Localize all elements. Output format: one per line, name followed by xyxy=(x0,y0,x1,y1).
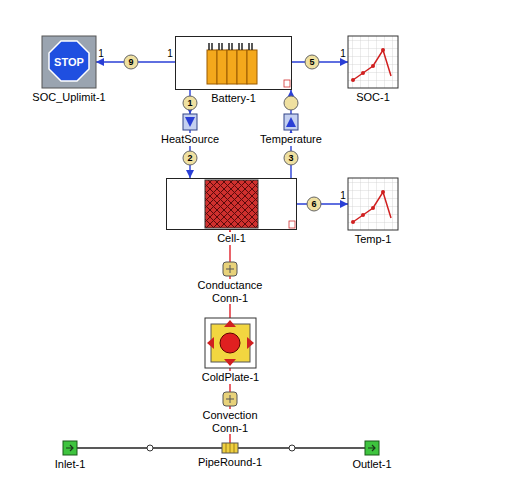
sensor-number: 9 xyxy=(128,58,133,67)
plot-icon xyxy=(348,178,398,230)
port-number: 1 xyxy=(340,49,346,59)
sensor-number: 1 xyxy=(187,99,192,108)
signal-block-icon xyxy=(183,114,298,130)
sensor-number: 3 xyxy=(288,154,293,163)
component-name: Outlet-1 xyxy=(351,458,392,471)
plot-block: SOC-1 xyxy=(348,36,398,88)
stop-element: STOPSOC_Uplimit-1 xyxy=(42,36,96,88)
sensor-number: 2 xyxy=(187,154,192,163)
icon-caption: STOP xyxy=(42,36,96,88)
thermal-connector: Conductance Conn-1 xyxy=(223,262,237,276)
cold-plate: ColdPlate-1 xyxy=(205,318,256,368)
pipe-element: PipeRound-1 xyxy=(222,443,238,453)
connector xyxy=(292,61,348,62)
signal-block: Temperature xyxy=(284,114,298,130)
component-name: Conductance Conn-1 xyxy=(191,279,269,304)
outlet-port: Outlet-1 xyxy=(365,441,379,455)
hydraulic-icon xyxy=(63,441,379,455)
stop-icon xyxy=(42,36,96,88)
cell-block: Cell-1 xyxy=(166,178,297,230)
inlet-port: Inlet-1 xyxy=(63,441,77,455)
component-name: Convection Conn-1 xyxy=(191,409,269,434)
component-name: HeatSource xyxy=(160,133,220,146)
cell-icon xyxy=(205,180,295,228)
thermal-connector: Convection Conn-1 xyxy=(223,392,237,406)
connector xyxy=(238,447,365,448)
component-name: Cell-1 xyxy=(216,232,247,245)
sensor-number: 6 xyxy=(311,200,316,209)
cold-plate-icon xyxy=(205,318,256,368)
component-name: PipeRound-1 xyxy=(197,456,263,469)
connector xyxy=(297,203,348,204)
battery-icon xyxy=(207,43,290,87)
port-number: 1 xyxy=(167,49,173,59)
component-name: Temp-1 xyxy=(354,233,393,246)
component-name: SOC-1 xyxy=(355,91,391,104)
component-name: Inlet-1 xyxy=(54,458,87,471)
plot-icon xyxy=(348,36,398,88)
component-name: Temperature xyxy=(259,133,323,146)
plot-block: Temp-1 xyxy=(348,178,398,230)
port-number: 1 xyxy=(340,191,346,201)
signal-block: HeatSource xyxy=(183,114,197,130)
component-name: ColdPlate-1 xyxy=(201,371,260,384)
battery-block: Battery-1 xyxy=(175,36,292,90)
component-name: SOC_Uplimit-1 xyxy=(31,91,106,104)
component-name: Battery-1 xyxy=(210,92,257,105)
port-number: 1 xyxy=(98,49,104,59)
sensor-number: 5 xyxy=(309,58,314,67)
